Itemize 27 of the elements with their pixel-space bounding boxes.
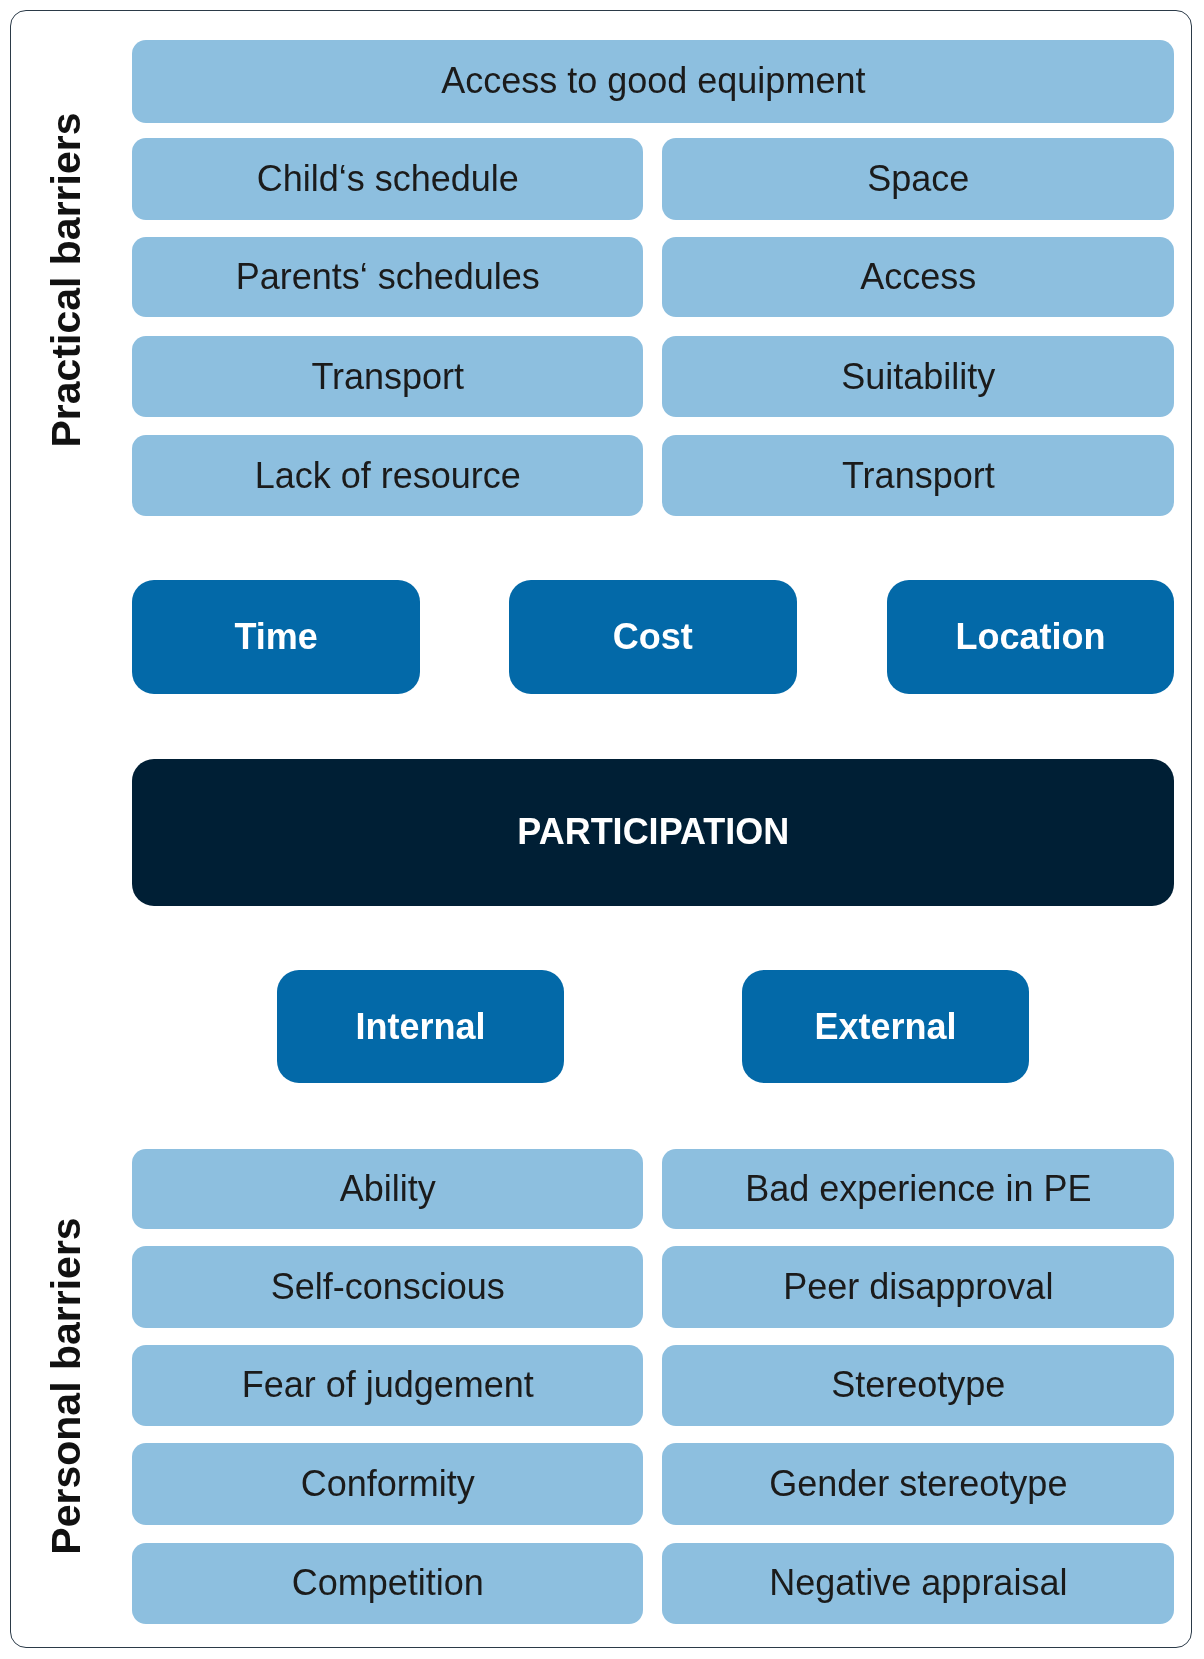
- barrier-box: Child‘s schedule: [132, 137, 644, 221]
- barrier-box: Peer disapproval: [662, 1246, 1175, 1328]
- section-title: Personal barriers: [42, 1217, 90, 1555]
- barrier-box: Conformity: [132, 1443, 644, 1525]
- barrier-box: Competition: [132, 1542, 644, 1624]
- barrier-box: Suitability: [662, 336, 1175, 417]
- category-box: Location: [886, 579, 1175, 695]
- barrier-box: Transport: [132, 336, 644, 417]
- barrier-box: Stereotype: [662, 1344, 1175, 1427]
- barrier-box: Space: [662, 137, 1175, 221]
- category-box: External: [741, 970, 1030, 1084]
- category-box: Internal: [277, 970, 564, 1084]
- barrier-box: Access: [662, 237, 1175, 318]
- barrier-box: Self-conscious: [132, 1246, 644, 1328]
- barrier-box: Transport: [662, 434, 1175, 517]
- section-title: Practical barriers: [42, 112, 90, 448]
- barrier-box: Negative appraisal: [662, 1542, 1175, 1624]
- barrier-box: Bad experience in PE: [662, 1148, 1175, 1230]
- category-box: Time: [132, 579, 420, 695]
- barrier-box: Lack of resource: [132, 434, 644, 517]
- barrier-box: Ability: [132, 1148, 644, 1230]
- category-box: Cost: [508, 579, 797, 695]
- barrier-box: Parents‘ schedules: [132, 237, 644, 318]
- barrier-box: Fear of judgement: [132, 1344, 644, 1427]
- barrier-box: Gender stereotype: [662, 1443, 1175, 1525]
- barrier-box: Access to good equipment: [132, 40, 1175, 123]
- participation-box: PARTICIPATION: [132, 758, 1175, 906]
